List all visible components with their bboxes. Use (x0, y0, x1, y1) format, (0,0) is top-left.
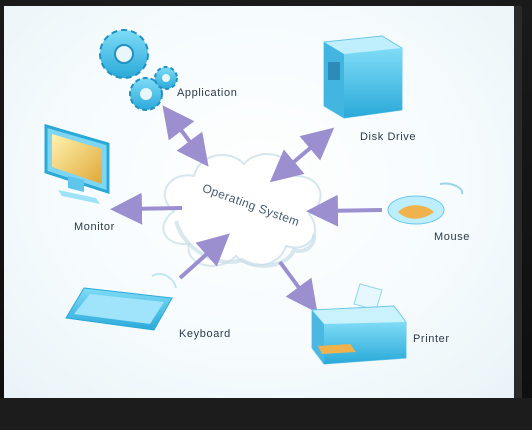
arrow-printer (278, 260, 318, 313)
arrow-disk-drive (269, 127, 335, 183)
application-label: Application (177, 87, 238, 99)
keyboard-icon (65, 272, 177, 331)
printer-icon (311, 283, 407, 365)
arrow-monitor (110, 192, 183, 225)
monitor-bottom-bezel (0, 398, 532, 430)
keyboard-label: Keyboard (179, 328, 231, 340)
mouse-icon (387, 182, 464, 225)
gear-icon (99, 29, 178, 111)
disk-drive-label: Disk Drive (360, 131, 417, 143)
os-diagram (44, 29, 464, 365)
mouse-label: Mouse (434, 231, 471, 243)
arrow-application (162, 105, 209, 167)
disk-drive-icon (323, 35, 403, 119)
cloud-shape (162, 153, 322, 268)
presentation-slide: Operating System Application Disk Drive … (4, 6, 522, 398)
printer-label: Printer (413, 333, 450, 345)
monitor-label: Monitor (74, 221, 115, 233)
arrow-keyboard (178, 233, 230, 280)
monitor-icon (44, 124, 110, 204)
arrow-mouse (306, 194, 383, 227)
